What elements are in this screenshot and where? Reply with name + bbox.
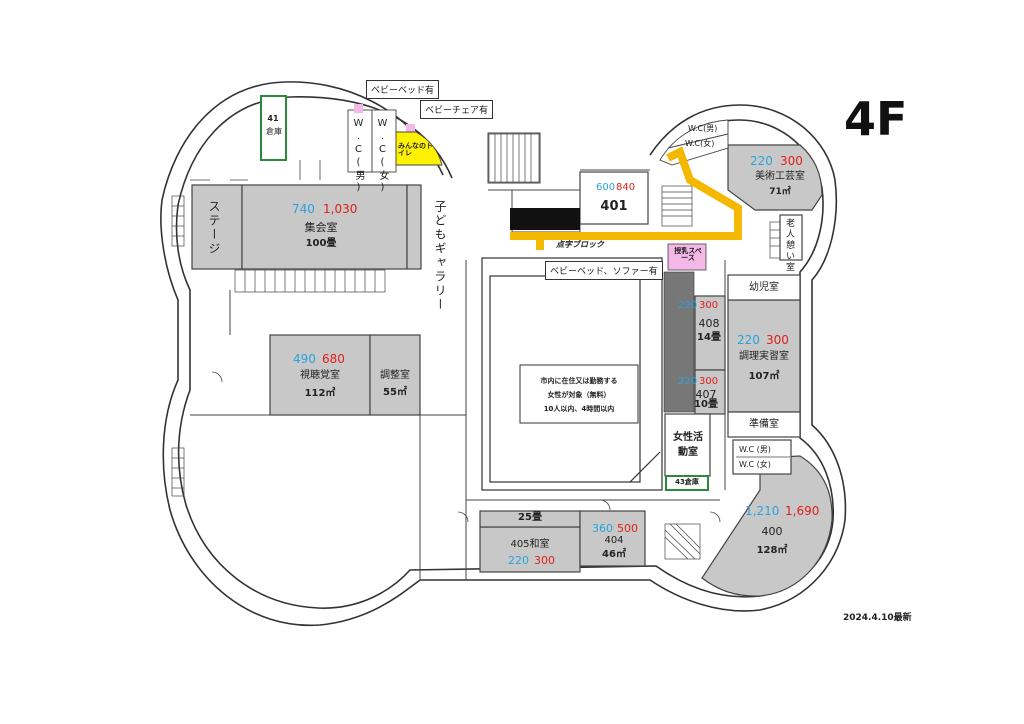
- senior-room-area: [779, 214, 803, 261]
- braille-label: 点字ブロック: [556, 240, 604, 249]
- av-size: 112㎡: [304, 388, 336, 399]
- stage-label: ステージ: [207, 200, 221, 256]
- floor-title: 4F: [844, 92, 908, 146]
- notice-line3: 10人以内、4時間以内: [543, 405, 615, 413]
- building-outline: [160, 81, 847, 627]
- nursing-label: 授乳スペース: [674, 247, 702, 262]
- stairs: [171, 133, 781, 560]
- room-405-fee-red: 300: [534, 554, 555, 567]
- cooking-fee-red: 300: [766, 333, 789, 347]
- room-408-size: 14畳: [697, 332, 721, 343]
- infant-label: 幼児室: [749, 282, 779, 293]
- av-room-area: [269, 334, 371, 416]
- room-405-name: 405和室: [510, 539, 550, 550]
- hall-size: 100畳: [305, 238, 337, 249]
- art-room-area: [727, 144, 823, 211]
- gallery-label: 子どもギャラリー: [433, 200, 447, 312]
- room-400-fee-red: 1,690: [785, 504, 820, 518]
- room-404-fee-blue: 360: [592, 522, 613, 535]
- baby-bed-note: ベビーベッド有: [366, 80, 440, 99]
- room-408-fee-red: 300: [699, 300, 719, 311]
- control-size: 55㎡: [383, 387, 407, 398]
- room-401-fee-blue: 600: [596, 182, 616, 193]
- prep-room-area: [727, 411, 801, 438]
- room-400-name: 400: [761, 525, 783, 538]
- hall-fee-red: 1,030: [323, 202, 358, 216]
- notice-box: [519, 364, 639, 424]
- hall-area: [241, 184, 408, 270]
- hall-side: [406, 184, 422, 270]
- room-407-name: 407: [695, 388, 717, 401]
- art-name: 美術工芸室: [755, 171, 805, 182]
- baby-bed-sofa-note: ベビーベッド、ソファー有: [545, 261, 663, 280]
- art-fee-red: 300: [780, 154, 803, 168]
- av-fee-red: 680: [322, 352, 345, 366]
- room-404-name: 404: [604, 535, 624, 546]
- art-size: 71㎡: [769, 187, 791, 197]
- av-name: 視聴覚室: [300, 370, 340, 381]
- room-405-size: 25畳: [518, 512, 542, 523]
- cooking-fee-blue: 220: [737, 333, 760, 347]
- control-name: 調整室: [380, 370, 410, 381]
- wc-male-lower: W.C (男): [739, 445, 771, 454]
- prep-label: 準備室: [749, 419, 779, 430]
- storage-41-id: 41: [267, 114, 279, 123]
- everyone-toilet-area: [395, 131, 443, 166]
- room-407-fee-red: 300: [699, 376, 719, 387]
- room-404-area: [579, 510, 646, 567]
- women-room-label: 女性活動室: [673, 432, 703, 458]
- room-407-fee-blue: 220: [678, 376, 698, 387]
- room-400-size: 128㎡: [756, 545, 788, 556]
- wc-male-left: W.C(男): [353, 118, 364, 195]
- storage-43-area: [665, 475, 709, 491]
- room-401-area: [579, 171, 649, 225]
- room-408-name: 408: [698, 317, 720, 330]
- room-401-fee-red: 840: [616, 182, 636, 193]
- notice-line2: 女性が対象（無料）: [547, 391, 611, 399]
- hall-fee-blue: 740: [292, 202, 315, 216]
- braille-block-path: [510, 146, 742, 240]
- storage-41-area: [260, 95, 287, 161]
- wc-female-left: W.C(女): [377, 118, 388, 195]
- room-400-area: [701, 455, 833, 597]
- stage-area: [191, 184, 243, 270]
- room-404-fee-red: 500: [617, 522, 638, 535]
- nursing-area: [667, 243, 707, 271]
- everyone-toilet-label: みんなのトイレ: [398, 142, 433, 157]
- room-405-fee-blue: 220: [508, 554, 529, 567]
- storage-43-label: 43倉庫: [675, 478, 699, 486]
- room-407-size: 10畳: [694, 399, 718, 410]
- art-fee-blue: 220: [750, 154, 773, 168]
- update-date: 2024.4.10最新: [843, 613, 912, 623]
- room-400-fee-blue: 1,210: [745, 504, 780, 518]
- room-408-fee-blue: 220: [678, 300, 698, 311]
- hatched-corridor: [663, 271, 695, 413]
- notice-line1: 市内に在住又は勤務する: [540, 377, 618, 385]
- corridors: [190, 132, 726, 580]
- cooking-name: 調理実習室: [739, 351, 789, 362]
- storage-41-name: 倉庫: [266, 127, 282, 136]
- infant-room-area: [727, 274, 801, 301]
- rooms: [191, 144, 833, 597]
- room-404-size: 46㎡: [602, 549, 626, 560]
- av-fee-blue: 490: [293, 352, 316, 366]
- hall-name: 集会室: [304, 221, 338, 234]
- wc-female-right: W.C(女): [685, 139, 715, 148]
- control-room-area: [369, 334, 421, 416]
- room-408-area: [694, 295, 726, 371]
- black-block: [510, 208, 580, 230]
- cooking-room-area: [727, 299, 801, 413]
- senior-room-label: 老人憩い室: [784, 218, 794, 273]
- baby-chair-note: ベビーチェア有: [420, 100, 494, 119]
- cooking-size: 107㎡: [748, 371, 780, 382]
- wc-male-right: W.C(男): [688, 124, 718, 133]
- room-401-name: 401: [600, 199, 628, 214]
- wc-female-lower: W.C (女): [739, 460, 771, 469]
